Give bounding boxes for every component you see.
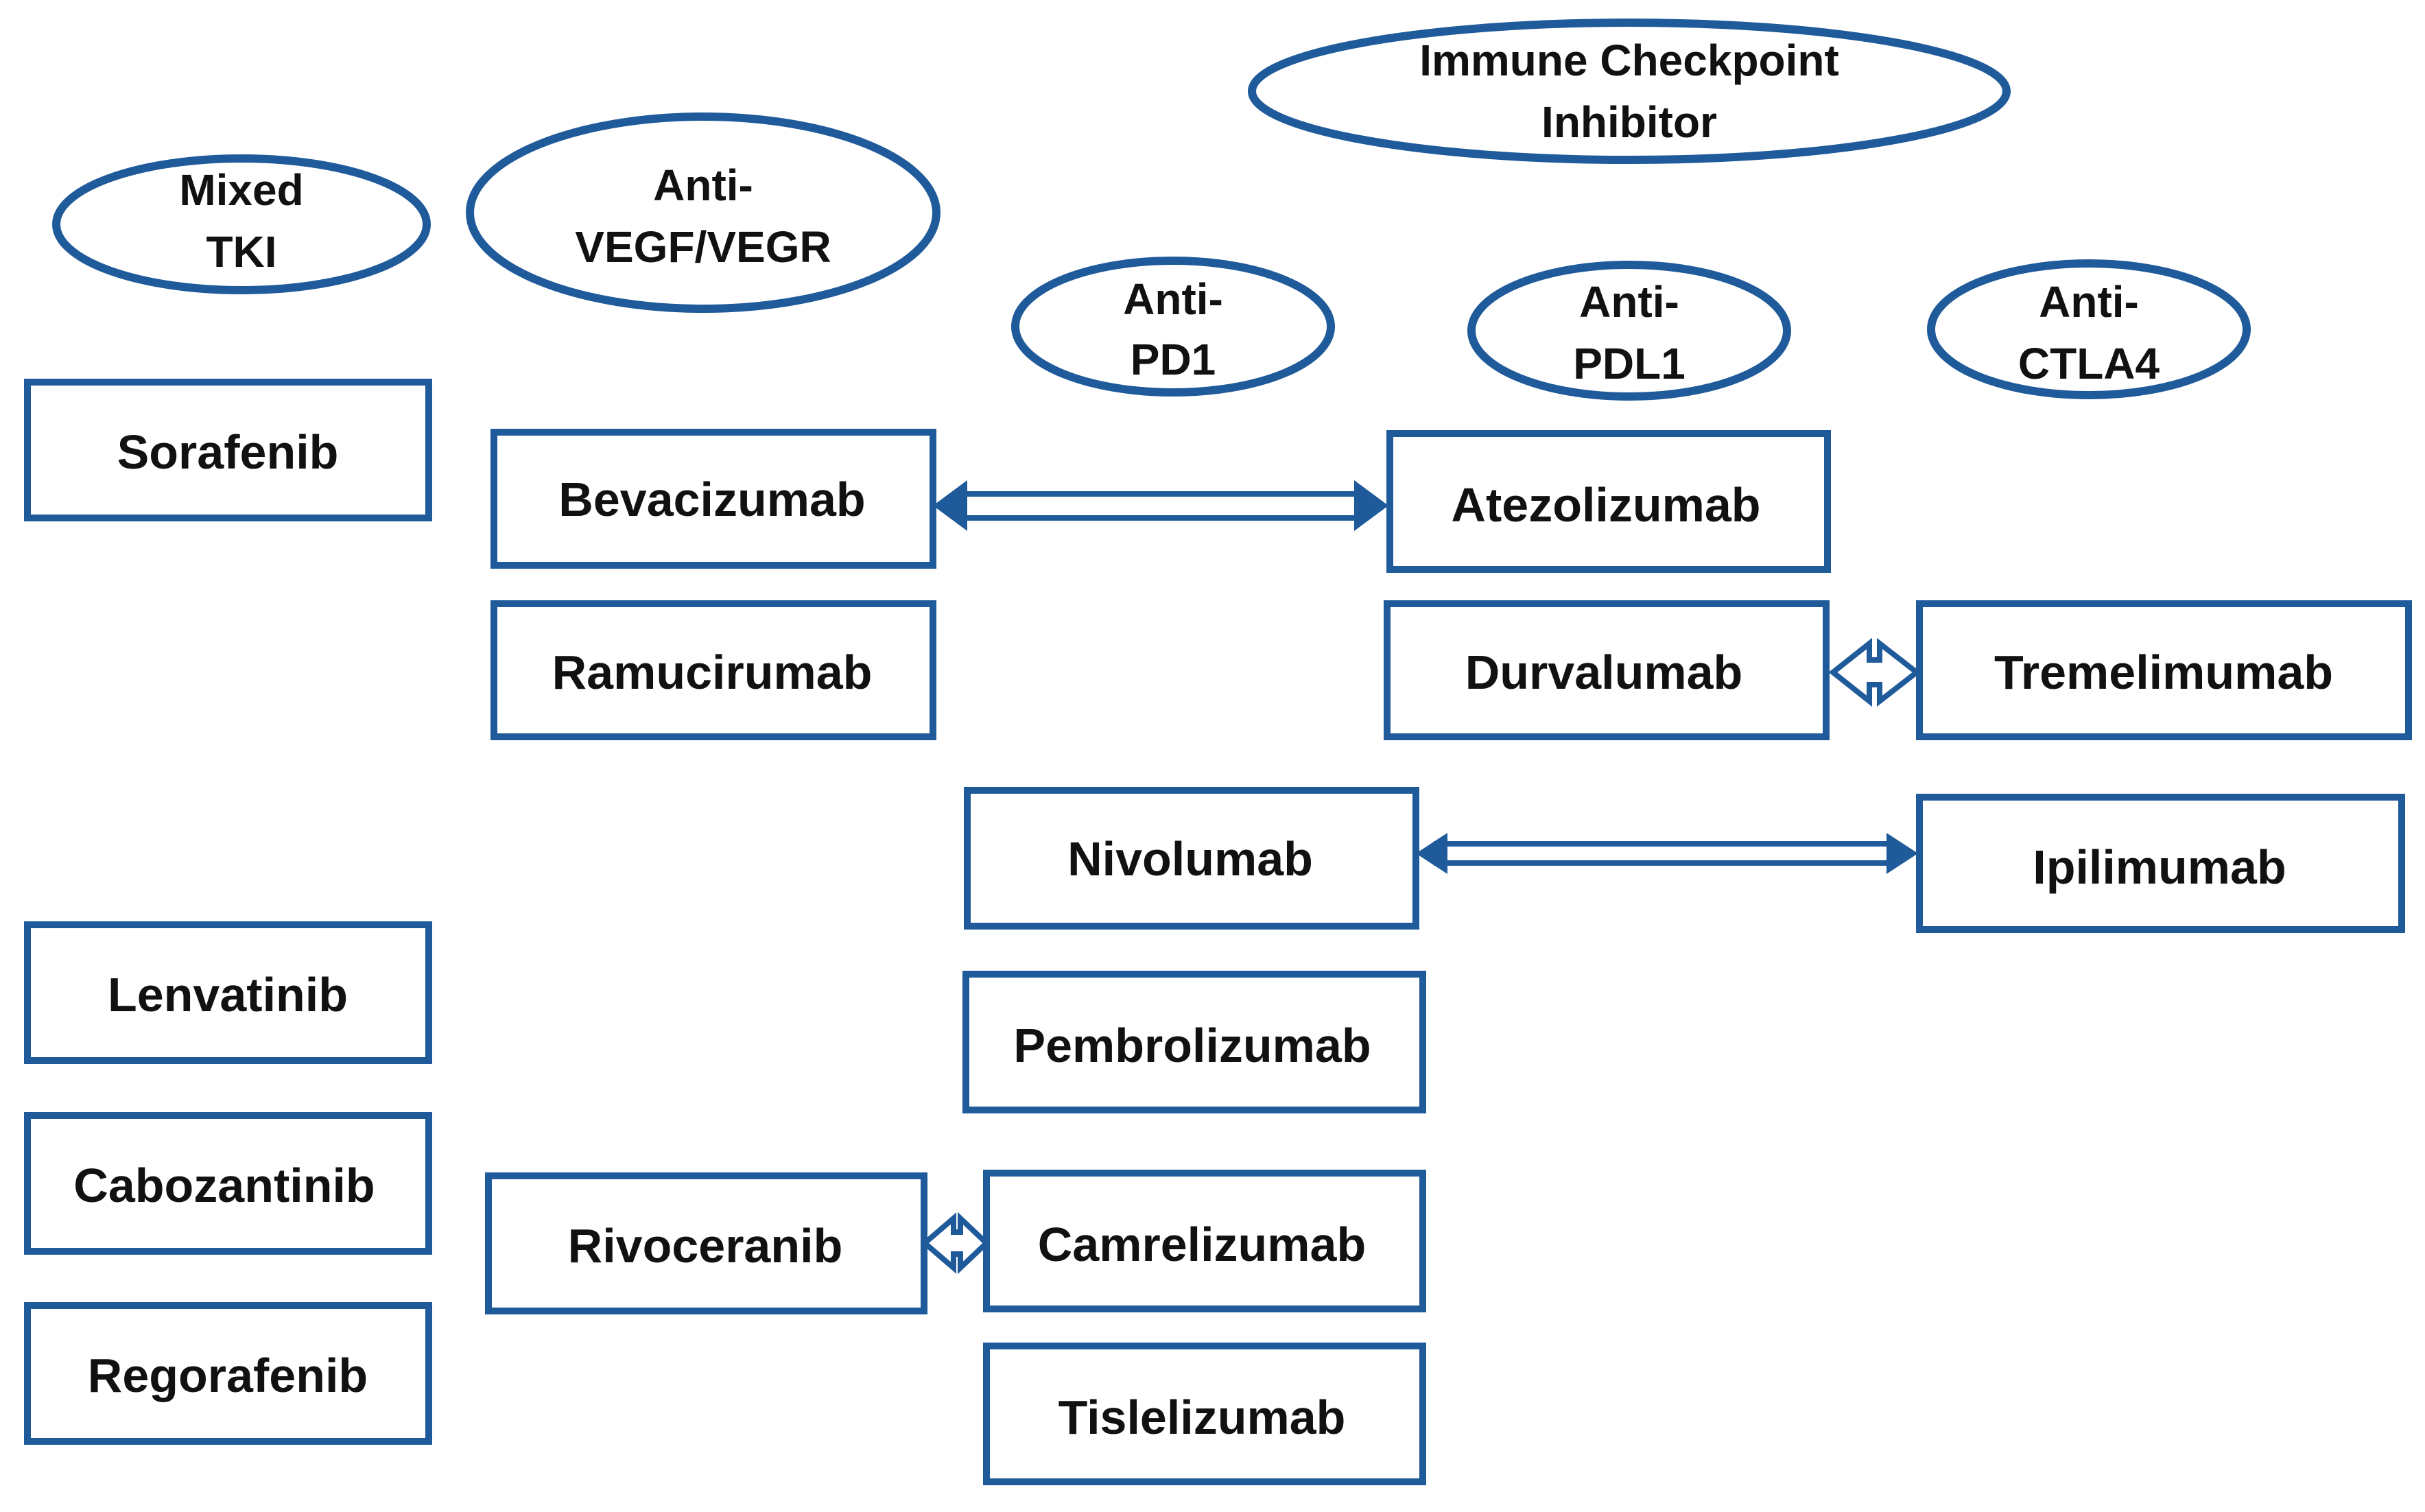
category-mixed-tki: Mixed TKI xyxy=(52,154,431,294)
drug-label: Ipilimumab xyxy=(2033,840,2286,894)
category-anti-ctla4-line2: CTLA4 xyxy=(2018,339,2160,388)
category-anti-pd1: Anti- PD1 xyxy=(1011,257,1335,397)
category-anti-ctla4: Anti- CTLA4 xyxy=(1927,259,2251,399)
drug-label: Regorafenib xyxy=(88,1349,368,1402)
connector-rivoceranib-camrelizumab xyxy=(920,1212,991,1275)
category-anti-vegf-line1: Anti- xyxy=(653,161,753,210)
connector-durvalumab-tremelimumab xyxy=(1828,637,1921,707)
drug-box-tremelimumab: Tremelimumab xyxy=(1916,600,2412,740)
drug-label: Rivoceranib xyxy=(568,1219,843,1273)
drug-box-cabozantinib: Cabozantinib xyxy=(24,1112,432,1255)
drug-box-pembrolizumab: Pembrolizumab xyxy=(962,971,1426,1113)
drug-box-tislelizumab: Tislelizumab xyxy=(983,1343,1426,1485)
drug-box-atezolizumab: Atezolizumab xyxy=(1386,430,1831,573)
category-anti-pd1-line2: PD1 xyxy=(1131,335,1216,384)
drug-label: Sorafenib xyxy=(117,425,339,479)
drug-label: Cabozantinib xyxy=(73,1159,375,1212)
drug-label: Bevacizumab xyxy=(558,473,865,526)
drug-label: Tremelimumab xyxy=(1994,646,2333,699)
drug-label: Camrelizumab xyxy=(1038,1218,1366,1271)
drug-box-lenvatinib: Lenvatinib xyxy=(24,921,432,1064)
connector-bevacizumab-atezolizumab xyxy=(933,480,1388,531)
drug-box-sorafenib: Sorafenib xyxy=(24,379,432,521)
category-anti-pdl1-line1: Anti- xyxy=(1579,277,1679,327)
category-anti-vegf: Anti- VEGF/VEGR xyxy=(466,113,941,313)
drug-label: Durvalumab xyxy=(1465,646,1743,699)
category-icpi-line1: Immune Checkpoint xyxy=(1419,36,1839,85)
category-anti-pd1-line1: Anti- xyxy=(1123,274,1223,324)
category-mixed-tki-line2: TKI xyxy=(206,227,276,276)
drug-box-bevacizumab: Bevacizumab xyxy=(490,429,936,569)
drug-box-rivoceranib: Rivoceranib xyxy=(485,1172,927,1314)
drug-label: Pembrolizumab xyxy=(1013,1019,1371,1072)
drug-label: Lenvatinib xyxy=(108,968,348,1021)
category-immune-checkpoint-inhibitor: Immune Checkpoint Inhibitor xyxy=(1248,19,2011,164)
drug-label: Atezolizumab xyxy=(1451,478,1760,532)
drug-box-ipilimumab: Ipilimumab xyxy=(1916,794,2405,933)
drug-box-regorafenib: Regorafenib xyxy=(24,1302,432,1445)
connector-nivolumab-ipilimumab xyxy=(1416,833,1918,874)
drug-label: Ramucirumab xyxy=(552,646,873,699)
drug-box-camrelizumab: Camrelizumab xyxy=(983,1170,1426,1312)
drug-box-durvalumab: Durvalumab xyxy=(1384,600,1830,740)
category-anti-ctla4-line1: Anti- xyxy=(2039,277,2139,327)
category-icpi-line2: Inhibitor xyxy=(1541,97,1717,147)
drug-label: Nivolumab xyxy=(1067,832,1313,886)
category-anti-vegf-line2: VEGF/VEGR xyxy=(575,222,831,272)
category-anti-pdl1: Anti- PDL1 xyxy=(1467,261,1791,401)
drug-box-ramucirumab: Ramucirumab xyxy=(490,600,936,740)
category-mixed-tki-line1: Mixed xyxy=(179,165,303,215)
category-anti-pdl1-line2: PDL1 xyxy=(1573,339,1685,388)
drug-label: Tislelizumab xyxy=(1058,1391,1346,1444)
drug-box-nivolumab: Nivolumab xyxy=(964,787,1419,930)
